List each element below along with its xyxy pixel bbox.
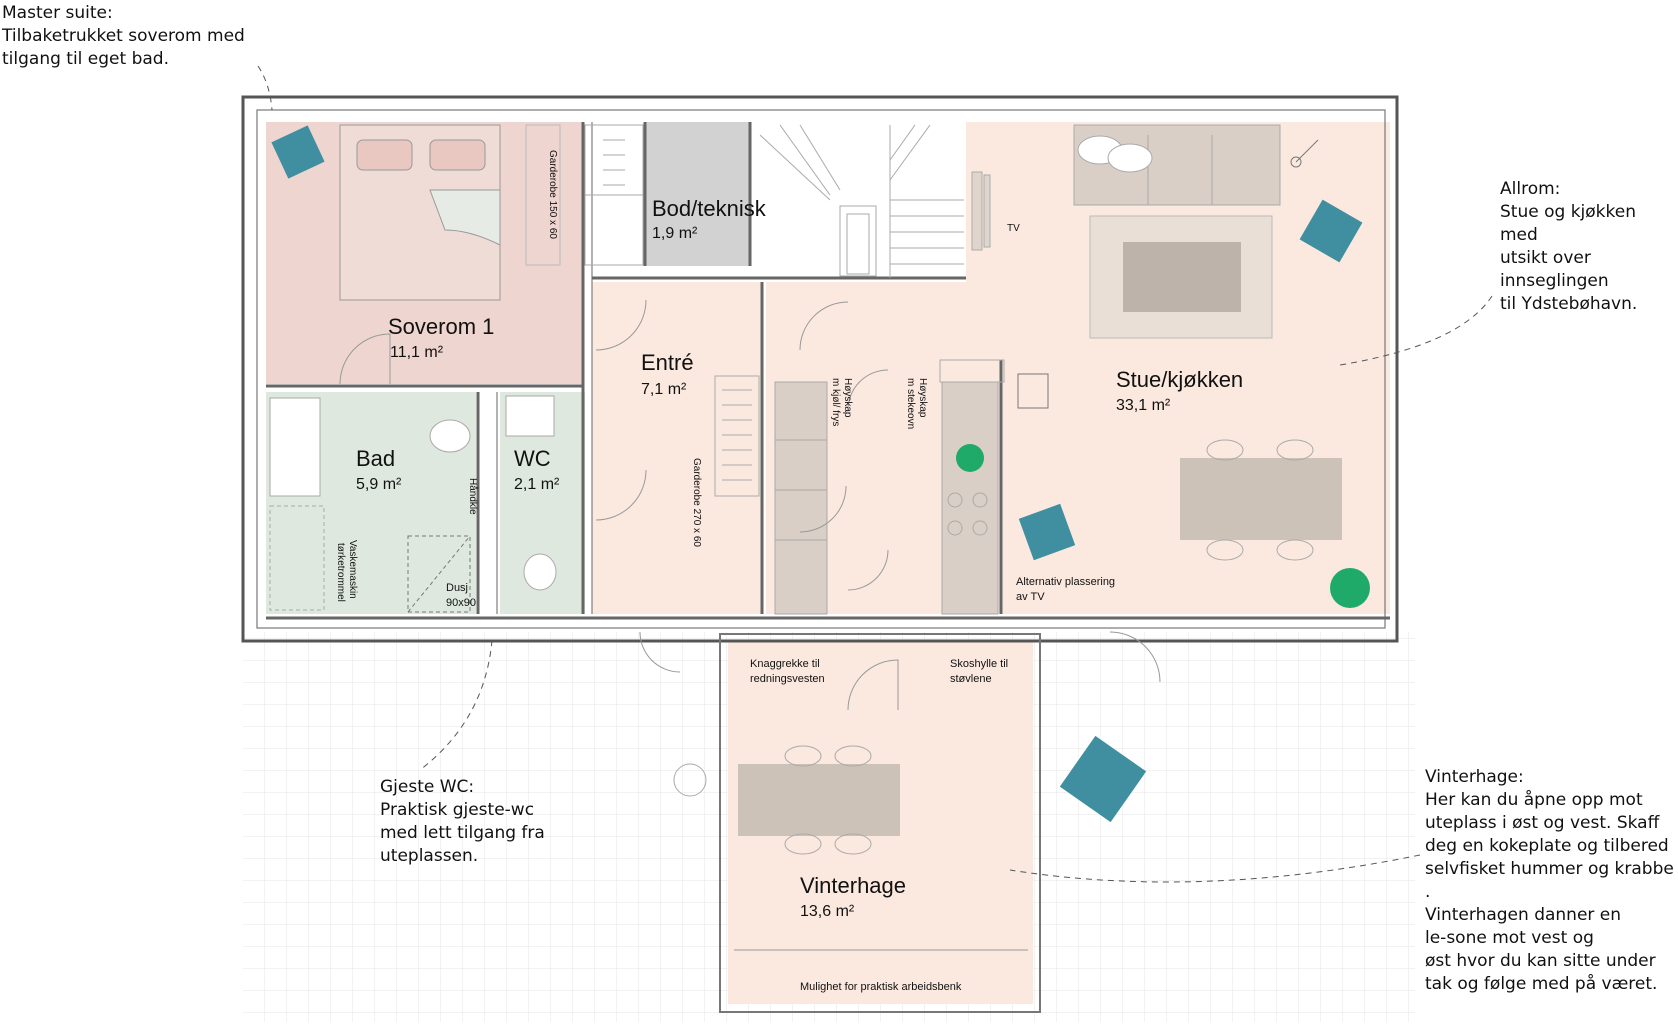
doors [339, 299, 1161, 711]
kitchen-counters [774, 359, 1005, 615]
annotation-gjeste: Gjeste WC: Praktisk gjeste-wc med lett t… [380, 776, 580, 868]
label-hoyskap1b: m kjøl/ frys [830, 378, 841, 426]
annotation-master: Master suite: Tilbaketrukket soverom med… [2, 2, 262, 71]
label-tv: TV [1007, 223, 1020, 234]
label-hoyskap1a: Høyskap [842, 378, 853, 418]
wc-toilet [523, 553, 557, 591]
bath-toilet [429, 419, 471, 453]
annotation-gjeste-line: med lett tilgang fra [380, 823, 545, 843]
shower [407, 535, 471, 613]
annotation-allrom-title: Allrom: [1500, 179, 1561, 199]
label-handkle: Håndkle [467, 478, 479, 515]
room-bod [646, 122, 749, 266]
room-area-bad: 5,9 m² [356, 476, 402, 493]
terrace-stool [673, 763, 707, 797]
bath-sink [269, 397, 321, 497]
room-name-vinterhage: Vinterhage [800, 873, 906, 898]
annotation-allrom-line: Stue og kjøkken med [1500, 202, 1636, 245]
inner-wall-line [256, 109, 1386, 629]
label-knagg1: Knaggrekke til [750, 658, 820, 670]
room-area-vinterhage: 13,6 m² [800, 903, 855, 920]
floor-lamp [1290, 156, 1302, 168]
annotation-master-title: Master suite: [2, 3, 113, 23]
annotation-allrom: Allrom: Stue og kjøkken med utsikt over … [1500, 178, 1676, 316]
plant-kitchen [956, 444, 984, 472]
stairs [759, 124, 964, 278]
tv-unit [971, 171, 983, 251]
annotation-gjeste-line: uteplassen. [380, 846, 479, 866]
armchair-living [1299, 199, 1363, 263]
annotation-gjeste-title: Gjeste WC: [380, 777, 475, 797]
wardrobe-entre [714, 375, 760, 497]
annotation-vinter-title: Vinterhage: [1425, 767, 1524, 787]
room-stairs [750, 122, 966, 276]
label-sko1: Skoshylle til [950, 658, 1008, 670]
annotation-master-line: Tilbaketrukket soverom med [2, 26, 245, 46]
room-area-stue: 33,1 m² [1116, 397, 1171, 414]
dining-table [1180, 439, 1342, 561]
annotation-vinter-line: le-sone mot vest og [1425, 928, 1594, 948]
plant-living [1330, 568, 1370, 608]
outer-wall [241, 95, 1399, 643]
annotation-vinter: Vinterhage: Her kan du åpne opp mot utep… [1425, 766, 1677, 996]
internal-walls [266, 122, 1390, 620]
room-name-bad: Bad [356, 446, 395, 471]
room-area-bod: 1,9 m² [652, 225, 698, 242]
room-name-soverom: Soverom 1 [388, 314, 494, 339]
label-alt-tv2: av TV [1016, 591, 1045, 603]
wardrobe-bedroom [525, 124, 561, 266]
room-name-wc: WC [514, 446, 551, 471]
room-area-wc: 2,1 m² [514, 476, 560, 493]
label-knagg2: redningsvesten [750, 673, 825, 685]
label-alt-tv1: Alternativ plassering [1016, 576, 1115, 588]
room-name-stue: Stue/kjøkken [1116, 367, 1243, 392]
annotation-master-line: tilgang til eget bad. [2, 49, 169, 69]
label-arbeidsbenk: Mulighet for praktisk arbeidsbenk [800, 981, 962, 993]
annotation-vinter-line: tak og følge med på været. [1425, 974, 1658, 994]
rug [1089, 215, 1273, 339]
bedroom-chair [271, 125, 325, 179]
label-garderobe-entre: Garderobe 270 x 60 [691, 458, 702, 547]
vinterhage-table [738, 745, 900, 855]
annotation-allrom-line: innseglingen [1500, 271, 1609, 291]
annotation-vinter-line: deg en kokeplate og tilbered [1425, 836, 1669, 856]
annotation-vinter-line: Her kan du åpne opp mot [1425, 790, 1643, 810]
label-hoyskap2a: Høyskap [917, 378, 928, 418]
room-area-soverom: 11,1 m² [390, 344, 444, 361]
sofa [1073, 124, 1281, 206]
leader-lines [257, 65, 1493, 883]
label-dusj: Dusj [446, 582, 468, 594]
annotation-vinter-line: Vinterhagen danner en [1425, 905, 1622, 925]
label-dusj-size: 90x90 [446, 597, 476, 609]
washer-area [269, 505, 325, 611]
storage-shelves [584, 124, 644, 266]
annotation-vinter-line: uteplass i øst og vest. Skaff [1425, 813, 1660, 833]
terrace-chair [1059, 735, 1147, 823]
vinterhage-frame [719, 633, 1041, 1013]
label-sko2: støvlene [950, 673, 992, 685]
room-entre [592, 282, 762, 614]
label-hoyskap2b: m stekeovn [905, 378, 916, 429]
tv-screen [983, 174, 991, 248]
label-vaskemaskin: Vaskemaskin [347, 540, 358, 599]
annotation-gjeste-line: Praktisk gjeste-wc [380, 800, 535, 820]
kitchen-stool [1017, 373, 1049, 409]
annotation-allrom-line: utsikt over [1500, 248, 1591, 268]
room-name-bod: Bod/teknisk [652, 196, 767, 221]
wc-sink [505, 395, 555, 437]
annotation-allrom-line: til Ydstebøhavn. [1500, 294, 1638, 314]
room-name-entre: Entré [641, 350, 694, 375]
room-area-entre: 7,1 m² [641, 381, 687, 398]
annotation-vinter-line: øst hvor du kan sitte under [1425, 951, 1656, 971]
annotation-vinter-line: selvfisket hummer og krabbe . [1425, 859, 1674, 902]
floor-lamp-arm [1295, 139, 1319, 163]
label-garderobe-bed: Garderobe 150 x 60 [547, 150, 558, 239]
bed [339, 124, 501, 301]
armchair-alt [1018, 503, 1076, 561]
label-torketrommel: tørketrommel [335, 543, 346, 602]
